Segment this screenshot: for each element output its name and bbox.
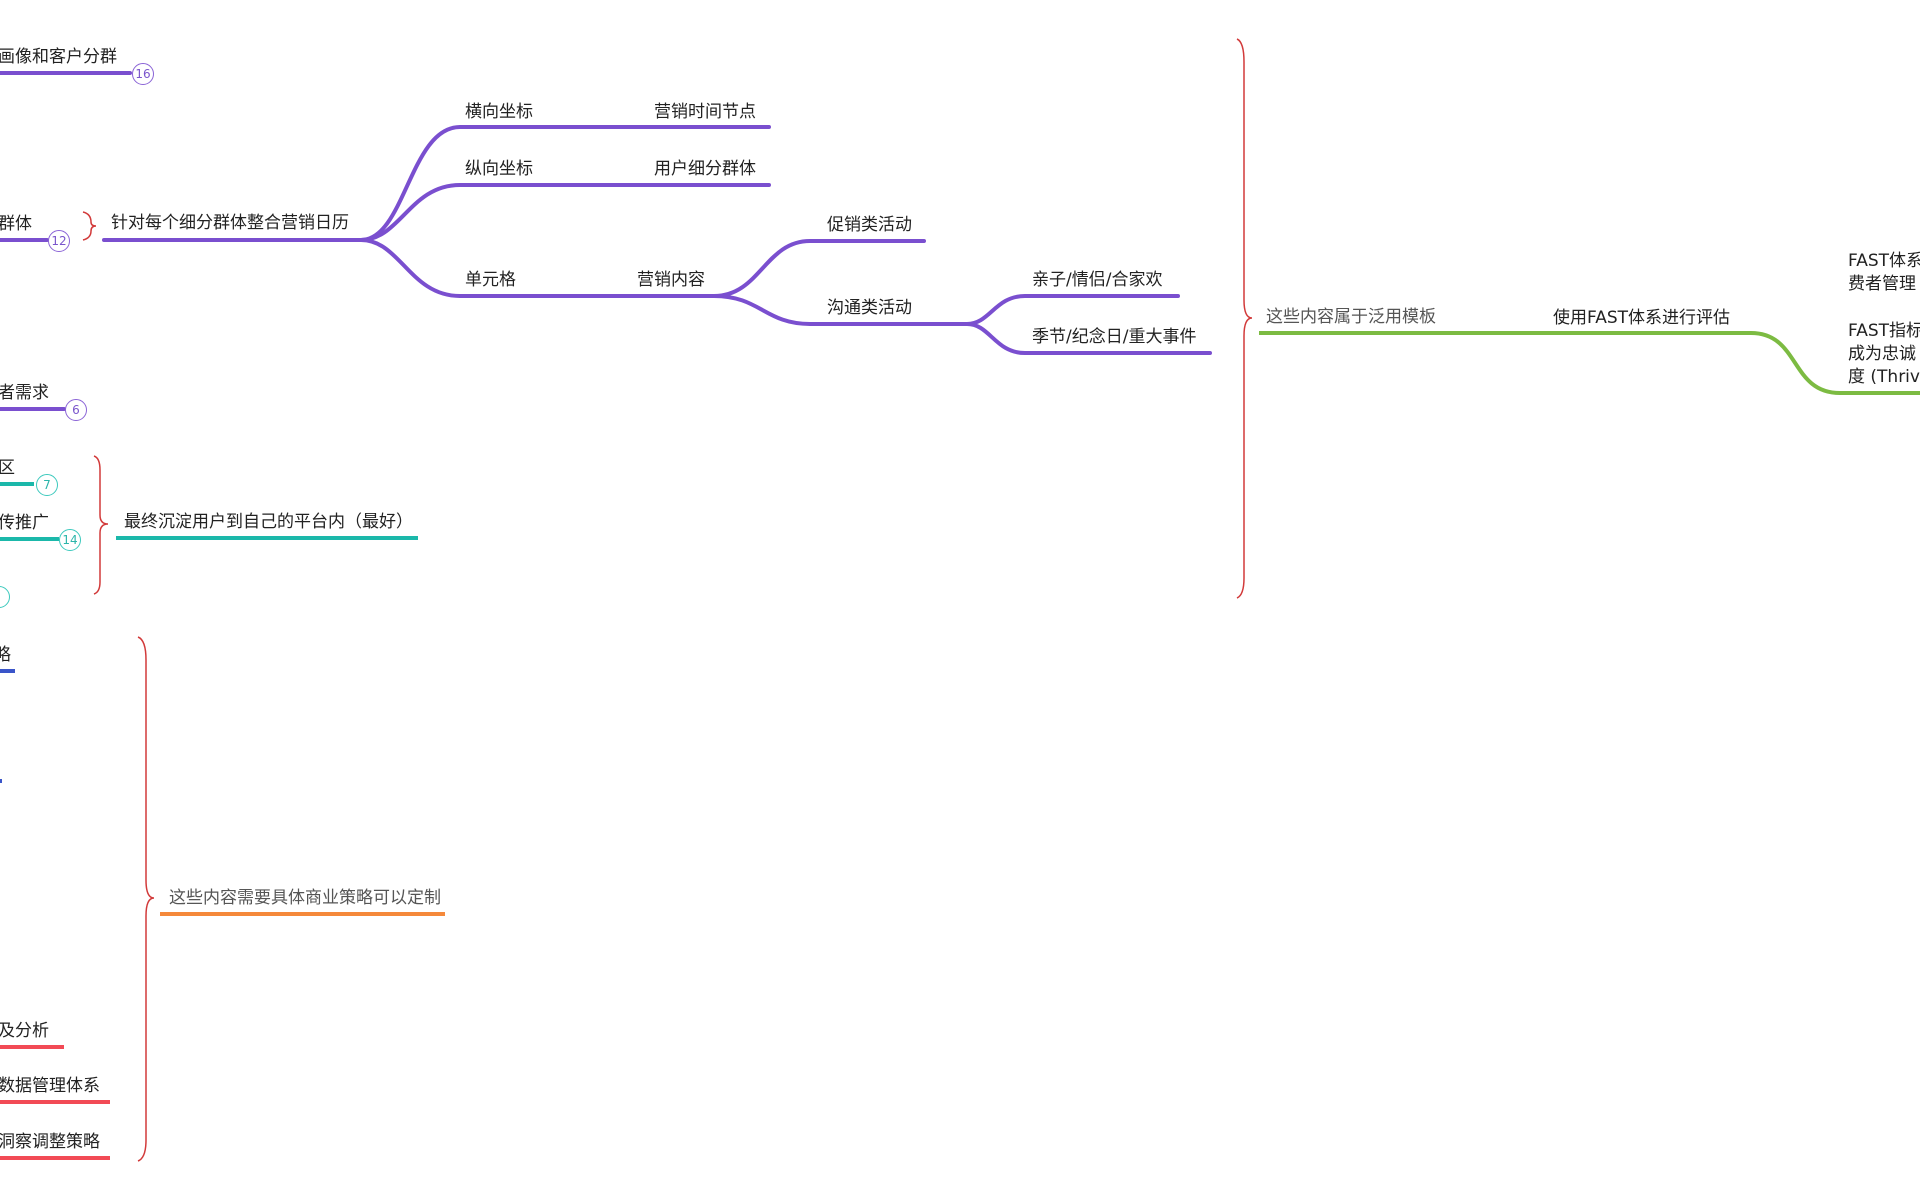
node-fast-metrics[interactable]: FAST指标 成为忠诚 度 (Thrivi: [1848, 320, 1920, 389]
summary-own-platform[interactable]: 最终沉淀用户到自己的平台内（最好）: [124, 512, 413, 532]
collapsed-count-badge[interactable]: 16: [132, 63, 154, 85]
text-line: 费者管理: [1848, 274, 1916, 294]
node-needs[interactable]: 者需求: [0, 383, 49, 403]
node-community[interactable]: 区: [0, 458, 15, 478]
vertical-link: [359, 183, 771, 242]
node-calendar-root[interactable]: 针对每个细分群体整合营销日历: [111, 213, 349, 233]
family-link: [965, 294, 1180, 326]
fast-line: [1259, 331, 1920, 395]
node-fast-description[interactable]: FAST体系 费者管理: [1848, 250, 1920, 296]
node-analysis[interactable]: 及分析: [0, 1021, 49, 1041]
node-comm-activity[interactable]: 沟通类活动: [827, 298, 912, 318]
collapsed-count-badge[interactable]: 7: [36, 474, 58, 496]
text-line: FAST体系: [1848, 251, 1920, 271]
node-vertical-axis[interactable]: 纵向坐标: [465, 159, 533, 179]
node-promo-activity[interactable]: 促销类活动: [827, 215, 912, 235]
node-horizontal-axis[interactable]: 横向坐标: [465, 102, 533, 122]
node-user-segments[interactable]: 用户细分群体: [654, 159, 756, 179]
brace-segment: [82, 211, 97, 241]
brace-custom: [137, 636, 155, 1162]
brace-generic: [1236, 38, 1253, 599]
text-line: 度 (Thrivi: [1848, 367, 1920, 387]
node-insight[interactable]: 洞察调整策略: [0, 1132, 100, 1152]
node-strategy[interactable]: 略: [0, 645, 11, 665]
text-line: 成为忠诚: [1848, 344, 1916, 364]
promo-link: [712, 239, 926, 298]
node-fast-evaluation[interactable]: 使用FAST体系进行评估: [1553, 308, 1731, 328]
collapsed-count-badge[interactable]: 14: [59, 529, 81, 551]
node-promotion[interactable]: 传推广: [0, 513, 49, 533]
collapsed-count-badge[interactable]: 6: [65, 399, 87, 421]
node-family-couple[interactable]: 亲子/情侣/合家欢: [1032, 270, 1163, 290]
collapsed-count-badge[interactable]: 12: [48, 230, 70, 252]
node-segment[interactable]: 群体: [0, 214, 32, 234]
text-line: FAST指标: [1848, 321, 1920, 341]
node-marketing-content[interactable]: 营销内容: [637, 270, 705, 290]
cell-link: [359, 238, 716, 298]
node-persona[interactable]: 画像和客户分群: [0, 47, 117, 67]
summary-custom[interactable]: 这些内容需要具体商业策略可以定制: [169, 888, 441, 908]
node-season-events[interactable]: 季节/纪念日/重大事件: [1032, 327, 1197, 347]
node-data-system[interactable]: 数据管理体系: [0, 1076, 100, 1096]
node-cell[interactable]: 单元格: [465, 270, 516, 290]
season-link: [965, 322, 1212, 355]
brace-platform: [93, 455, 109, 595]
summary-generic[interactable]: 这些内容属于泛用模板: [1266, 307, 1436, 327]
node-time-points[interactable]: 营销时间节点: [654, 102, 756, 122]
comm-link: [712, 294, 969, 326]
